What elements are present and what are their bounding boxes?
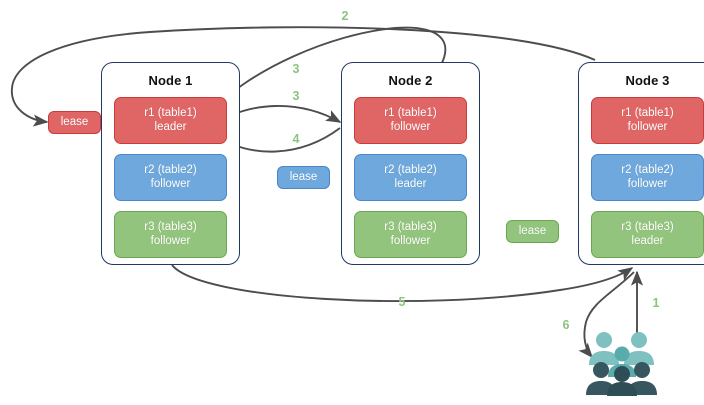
- replica-node2-r2[interactable]: r2 (table2) leader: [354, 154, 467, 201]
- replica-role: follower: [390, 235, 431, 247]
- replica-role: follower: [150, 178, 191, 190]
- replica-node2-r1[interactable]: r1 (table1) follower: [354, 97, 467, 144]
- replica-node1-r2[interactable]: r2 (table2) follower: [114, 154, 227, 201]
- lease-badge-green[interactable]: lease: [506, 220, 559, 243]
- step-label-4: 4: [292, 132, 300, 146]
- replica-role: follower: [150, 235, 191, 247]
- replica-name: r3 (table3): [621, 221, 674, 233]
- replica-role: follower: [627, 178, 668, 190]
- replica-role: leader: [154, 121, 187, 133]
- lease-badge-red[interactable]: lease: [48, 111, 101, 134]
- replica-name: r2 (table2): [621, 164, 674, 176]
- replica-role: leader: [631, 235, 664, 247]
- replica-name: r2 (table2): [144, 164, 197, 176]
- node-title: Node 1: [148, 73, 193, 88]
- node-card-3[interactable]: Node 3 r1 (table1) follower r2 (table2) …: [578, 62, 704, 265]
- users-icon: [586, 332, 657, 396]
- replica-node1-r1[interactable]: r1 (table1) leader: [114, 97, 227, 144]
- lease-badge-blue[interactable]: lease: [277, 166, 330, 189]
- replica-name: r1 (table1): [621, 107, 674, 119]
- replica-name: r1 (table1): [384, 107, 437, 119]
- node-title: Node 2: [388, 73, 433, 88]
- step-label-3b: 3: [292, 89, 300, 103]
- node-card-2[interactable]: Node 2 r1 (table1) follower r2 (table2) …: [341, 62, 480, 265]
- replica-name: r1 (table1): [144, 107, 197, 119]
- step-label-2: 2: [341, 9, 349, 23]
- node-card-1[interactable]: Node 1 r1 (table1) leader r2 (table2) fo…: [101, 62, 240, 265]
- users-front-center-person: [607, 366, 637, 396]
- node-title: Node 3: [625, 73, 670, 88]
- replica-node2-r3[interactable]: r3 (table3) follower: [354, 211, 467, 258]
- replica-name: r3 (table3): [384, 221, 437, 233]
- step-label-3a: 3: [292, 62, 300, 76]
- replica-node3-r1[interactable]: r1 (table1) follower: [591, 97, 704, 144]
- replica-node3-r2[interactable]: r2 (table2) follower: [591, 154, 704, 201]
- step-label-5: 5: [398, 295, 406, 309]
- replica-node3-r3[interactable]: r3 (table3) leader: [591, 211, 704, 258]
- replica-role: leader: [394, 178, 427, 190]
- replica-role: follower: [627, 121, 668, 133]
- step-label-1: 1: [652, 296, 660, 310]
- replica-role: follower: [390, 121, 431, 133]
- replica-name: r2 (table2): [384, 164, 437, 176]
- users-back-row: [589, 332, 654, 365]
- replica-name: r3 (table3): [144, 221, 197, 233]
- replica-node1-r3[interactable]: r3 (table3) follower: [114, 211, 227, 258]
- step-label-6: 6: [562, 318, 570, 332]
